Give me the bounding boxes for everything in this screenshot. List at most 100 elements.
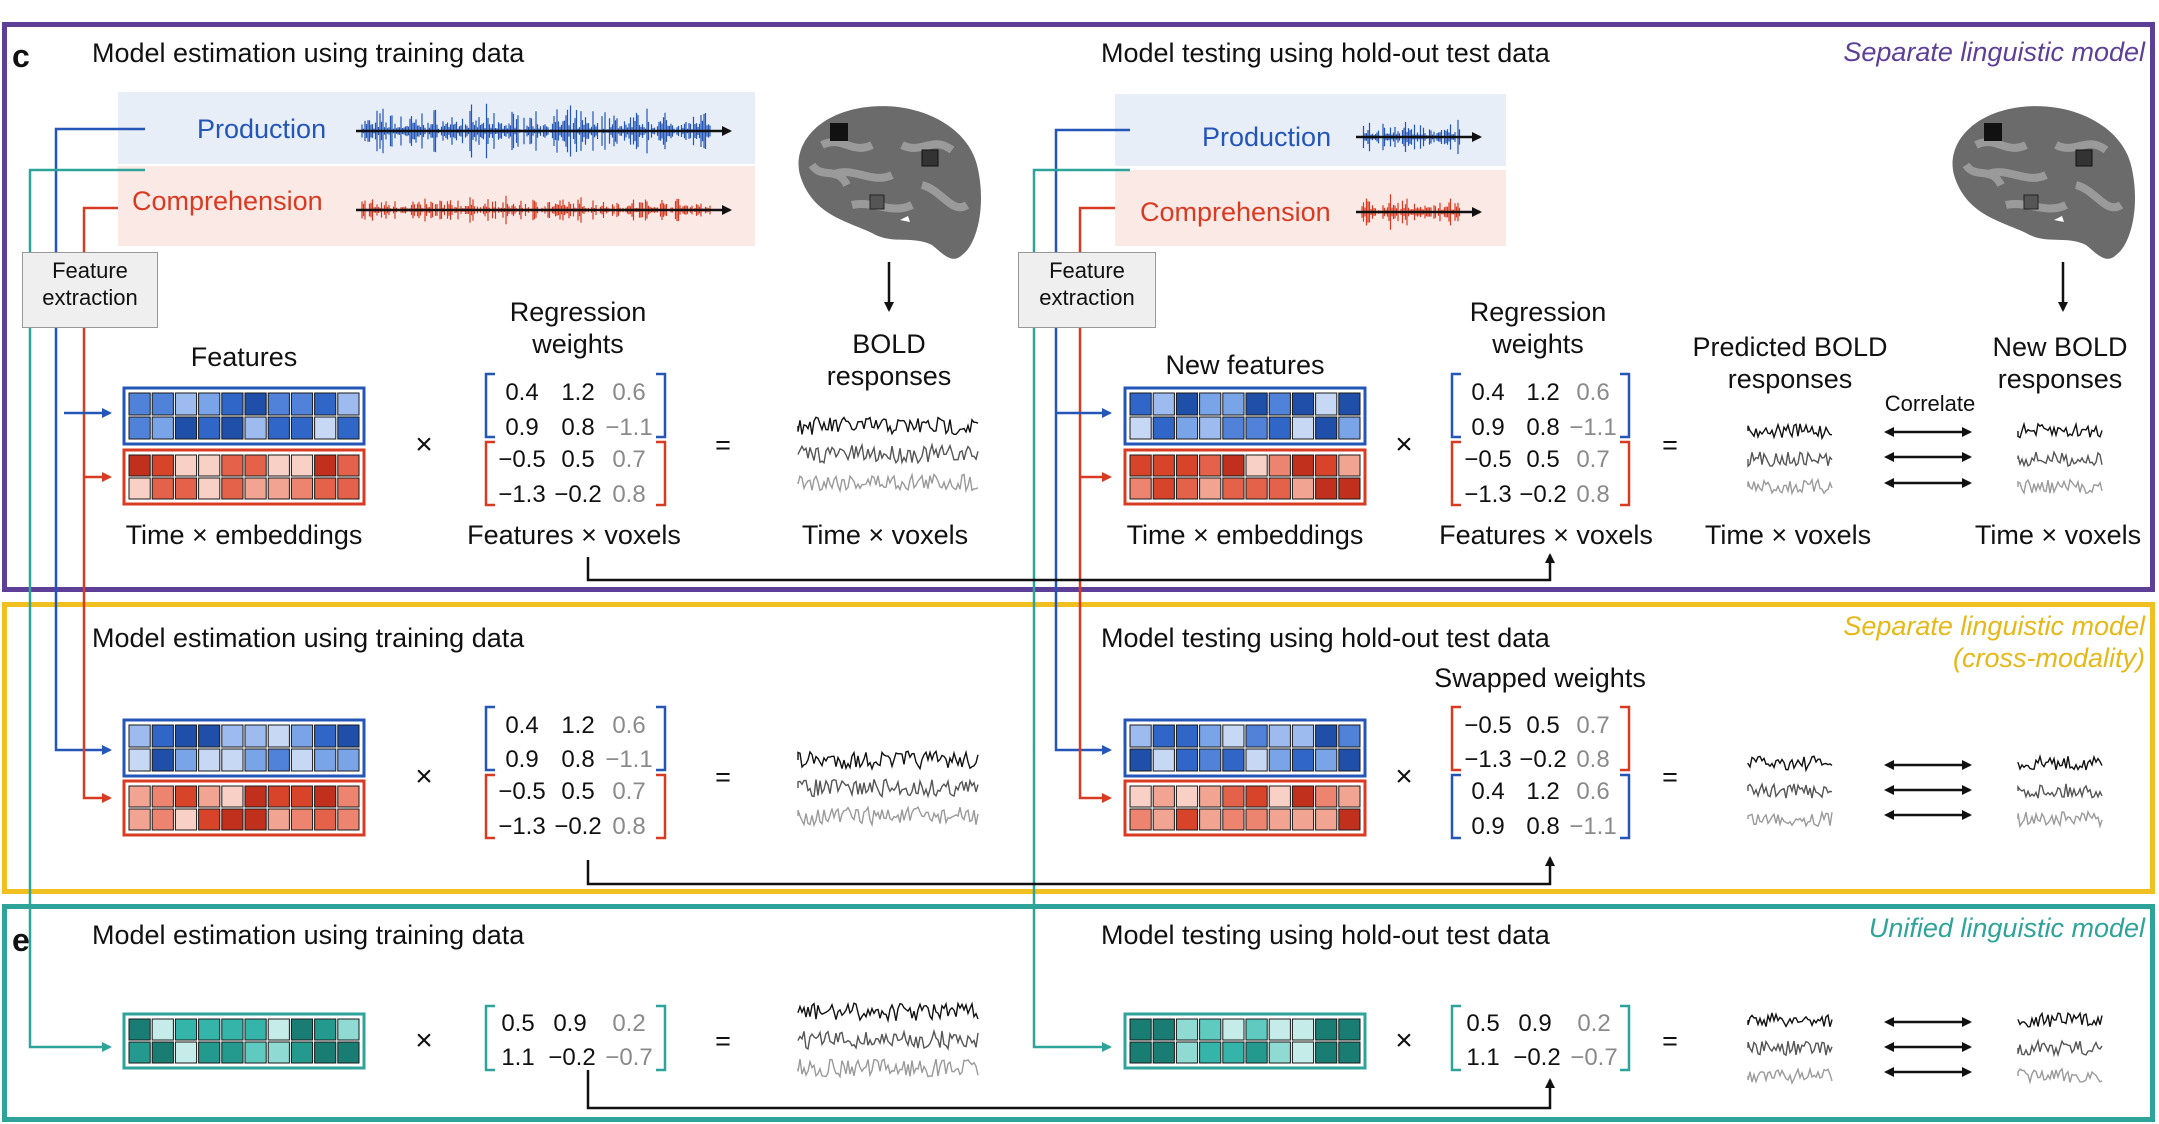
production-weights-bracket bbox=[484, 705, 667, 772]
weight-cell: −1.1 bbox=[1569, 414, 1617, 441]
feature-cell bbox=[198, 392, 221, 416]
production-features-matrix bbox=[1123, 386, 1367, 446]
feature-cell bbox=[244, 477, 267, 500]
feature-cell bbox=[221, 1018, 244, 1041]
feature-cell bbox=[290, 748, 314, 772]
feature-cell bbox=[1315, 1018, 1338, 1041]
weight-cell: −0.2 bbox=[1519, 481, 1567, 508]
equals-operator: = bbox=[1662, 1026, 1678, 1056]
weight-cell: 0.8 bbox=[1526, 813, 1560, 840]
weight-cell: −0.5 bbox=[1464, 712, 1512, 739]
panel-label-e: e bbox=[12, 922, 30, 958]
feature-cell bbox=[290, 416, 314, 440]
feature-cell bbox=[1175, 392, 1199, 416]
caption-features-voxels-test: Features × voxels bbox=[1439, 520, 1653, 550]
feature-cell bbox=[1129, 392, 1152, 416]
feature-cell bbox=[1175, 1041, 1199, 1064]
feature-cell bbox=[198, 477, 221, 500]
feature-cell bbox=[267, 785, 290, 808]
feature-cell bbox=[1291, 748, 1315, 772]
feature-cell bbox=[151, 724, 174, 748]
panel-c-frame bbox=[2, 22, 2155, 592]
weight-brackets bbox=[484, 372, 1631, 1072]
feature-cell bbox=[1199, 1018, 1222, 1041]
features-heading: Features bbox=[190, 342, 298, 372]
feature-cell bbox=[1315, 724, 1338, 748]
feature-cell bbox=[1338, 785, 1361, 808]
feature-cell bbox=[221, 808, 244, 831]
feature-cell bbox=[1268, 1018, 1291, 1041]
feature-cell bbox=[1222, 1041, 1245, 1064]
feature-extraction-box-test: Feature extraction bbox=[1018, 252, 1156, 328]
weight-cell: 0.4 bbox=[505, 379, 539, 406]
weight-cell: 0.5 bbox=[561, 778, 595, 805]
panel-e-frame bbox=[2, 904, 2155, 1122]
caption-time-voxels-predicted: Time × voxels bbox=[1704, 520, 1872, 550]
feature-cell bbox=[151, 748, 174, 772]
feature-cell bbox=[290, 1018, 314, 1041]
feature-cell bbox=[1129, 748, 1152, 772]
feature-cell bbox=[267, 392, 290, 416]
feature-cell bbox=[1291, 392, 1315, 416]
times-operator: × bbox=[1395, 1024, 1413, 1057]
feature-cell bbox=[314, 1018, 337, 1041]
feature-cell bbox=[1291, 808, 1315, 831]
weight-cell: −0.7 bbox=[1570, 1044, 1618, 1071]
feature-cell bbox=[1268, 477, 1291, 500]
feature-cell bbox=[128, 808, 151, 831]
production-band-test bbox=[1115, 94, 1506, 166]
feature-cell bbox=[1268, 416, 1291, 440]
weight-cell: 0.8 bbox=[1576, 481, 1610, 508]
weight-cell: −1.1 bbox=[605, 414, 653, 441]
feature-cell bbox=[267, 748, 290, 772]
feature-cell bbox=[1222, 416, 1245, 440]
feature-cell bbox=[151, 1041, 174, 1064]
caption-time-voxels-new: Time × voxels bbox=[1974, 520, 2142, 550]
feature-cell bbox=[1245, 808, 1268, 831]
feature-cell bbox=[1175, 748, 1199, 772]
test-title-e: Model testing using hold-out test data bbox=[1101, 920, 1550, 950]
weight-cell: 0.6 bbox=[612, 379, 646, 406]
feature-cell bbox=[1245, 477, 1268, 500]
weight-cell: 0.8 bbox=[1576, 746, 1610, 773]
feature-cell bbox=[1152, 477, 1175, 500]
feature-cell bbox=[198, 724, 221, 748]
train-title-e: Model estimation using training data bbox=[92, 920, 525, 950]
caption-time-embeddings-test: Time × embeddings bbox=[1126, 520, 1364, 550]
feature-cell bbox=[198, 785, 221, 808]
feature-cell bbox=[337, 1041, 360, 1064]
feature-cell bbox=[1199, 808, 1222, 831]
weight-cell: 0.6 bbox=[612, 712, 646, 739]
weight-cell: 0.7 bbox=[612, 446, 646, 473]
feature-cell bbox=[1268, 724, 1291, 748]
feature-cell bbox=[1268, 785, 1291, 808]
feature-cell bbox=[198, 1018, 221, 1041]
weight-cell: −0.5 bbox=[1464, 446, 1512, 473]
feature-cell bbox=[1152, 785, 1175, 808]
brain-surface-icon bbox=[1952, 106, 2136, 259]
comprehension-weights-bracket bbox=[1450, 440, 1631, 507]
feature-cell bbox=[128, 724, 151, 748]
weight-cell: 1.2 bbox=[1526, 379, 1560, 406]
weight-cell: −1.1 bbox=[605, 746, 653, 773]
feature-cell bbox=[244, 748, 267, 772]
feature-cell bbox=[221, 477, 244, 500]
times-operator: × bbox=[1395, 760, 1413, 793]
panel-c-tag: Separate linguistic model bbox=[1843, 37, 2145, 67]
regression-weights-heading-test: Regression weights bbox=[1469, 297, 1607, 360]
weight-cell: 1.1 bbox=[1466, 1044, 1500, 1071]
feature-cell bbox=[1129, 724, 1152, 748]
train-title-d: Model estimation using training data bbox=[92, 623, 525, 653]
feature-cell bbox=[1338, 724, 1361, 748]
feature-cell bbox=[314, 454, 337, 477]
production-features-matrix bbox=[1123, 718, 1367, 778]
correlate-label: Correlate bbox=[1884, 391, 1976, 416]
weight-cell: −1.3 bbox=[1464, 481, 1512, 508]
feature-cell bbox=[1338, 477, 1361, 500]
feature-cell bbox=[128, 1018, 151, 1041]
production-features-matrix bbox=[122, 718, 366, 778]
equals-operator: = bbox=[1662, 762, 1678, 792]
panel-d-tag: Separate linguistic model (cross-modalit… bbox=[1843, 611, 2145, 674]
